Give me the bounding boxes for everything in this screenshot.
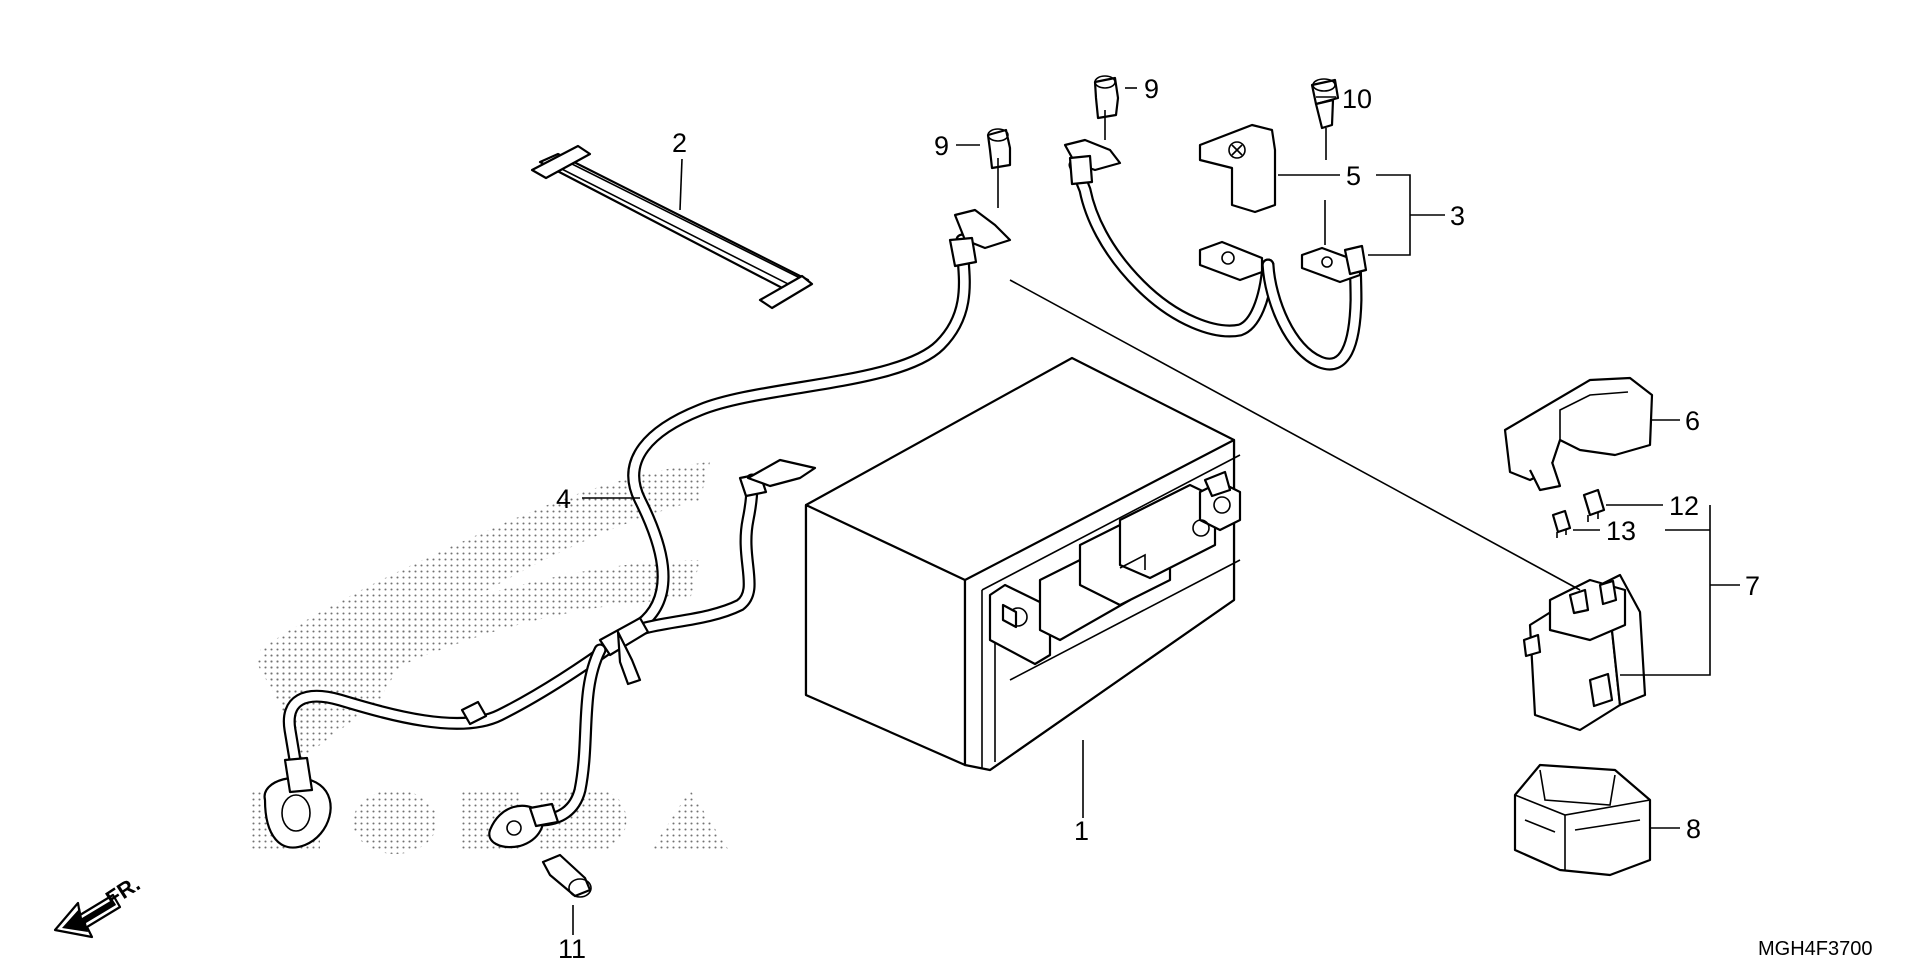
- starter-relay-cover: [1503, 376, 1654, 492]
- callout-7: 7: [1745, 571, 1760, 601]
- fuse-13: [1551, 509, 1572, 538]
- callout-labels: 1 2 3 4 5 6 7 8 9 9 10 11 12 13: [556, 74, 1760, 960]
- callout-5: 5: [1346, 161, 1361, 191]
- relay-boot: [1513, 763, 1652, 877]
- bolt-10: [1310, 78, 1340, 130]
- battery-strap: [530, 144, 814, 310]
- callout-1: 1: [1074, 816, 1089, 846]
- front-direction-arrow: FR.: [53, 871, 144, 939]
- bolt-9-left: [986, 128, 1012, 170]
- battery: [804, 356, 1242, 772]
- callout-13: 13: [1606, 516, 1636, 546]
- callout-3: 3: [1450, 201, 1465, 231]
- terminal-cover: [1198, 123, 1277, 214]
- battery-cable-main: [263, 208, 1012, 849]
- starter-relay: [1522, 573, 1647, 732]
- callout-12: 12: [1669, 491, 1699, 521]
- callout-8: 8: [1686, 814, 1701, 844]
- fuse-12: [1582, 488, 1606, 522]
- callout-2: 2: [672, 128, 687, 158]
- callout-4: 4: [556, 484, 571, 514]
- callout-11: 11: [558, 934, 586, 960]
- bolt-11: [541, 853, 592, 898]
- battery-cable-sub: [1063, 138, 1368, 371]
- leader-lines: [572, 87, 1740, 935]
- callout-9-left: 9: [934, 131, 949, 161]
- callout-6: 6: [1685, 406, 1700, 436]
- bolt-9-top: [1093, 75, 1120, 120]
- callout-10: 10: [1342, 84, 1372, 114]
- honda-wing-logo-watermark: [250, 462, 730, 854]
- callout-9-top: 9: [1144, 74, 1159, 104]
- drawing-code: MGH4F3700: [1758, 938, 1873, 960]
